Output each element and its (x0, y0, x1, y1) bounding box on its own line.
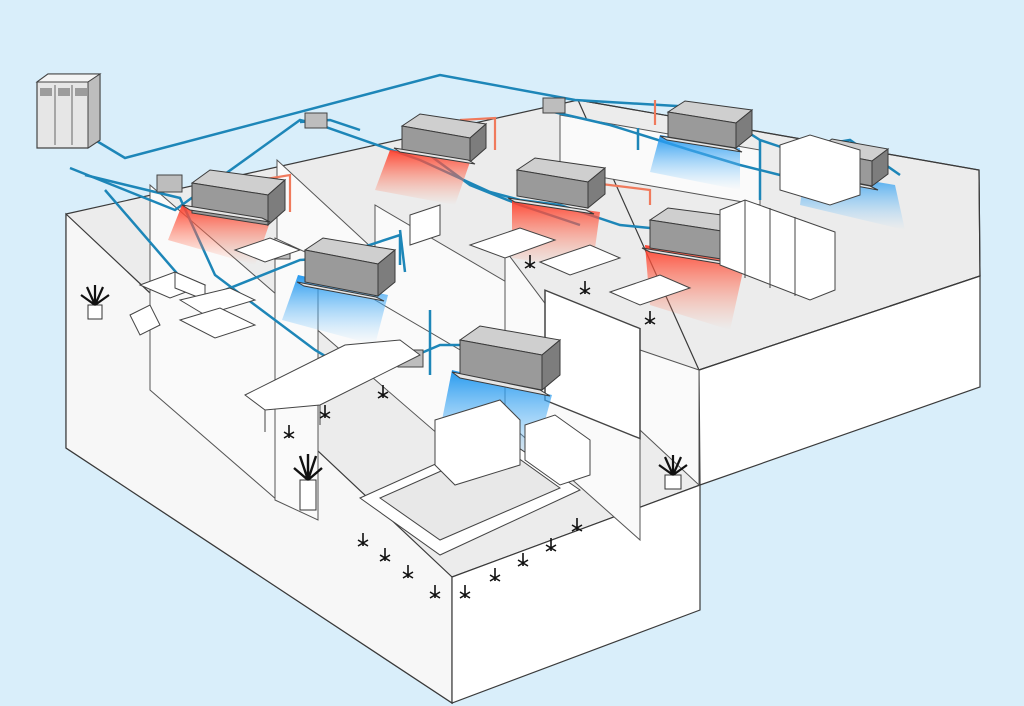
indoor-unit-7 (659, 100, 754, 153)
chair (319, 405, 331, 419)
chair (524, 255, 536, 269)
chair (644, 311, 656, 325)
chair (517, 553, 529, 567)
chair (459, 585, 471, 599)
indoor-unit-2 (393, 113, 488, 165)
chairs (283, 255, 656, 599)
chair (571, 518, 583, 532)
chair (283, 425, 295, 439)
cool-air-3 (650, 135, 740, 190)
potted-plant-icon (80, 285, 110, 320)
indoor-unit-1 (181, 169, 287, 227)
potted-plant-icon (658, 455, 688, 490)
indoor-unit-6 (451, 325, 562, 397)
chair (402, 565, 414, 579)
meeting-table (244, 339, 421, 432)
furniture (129, 134, 861, 556)
heat-air-2 (375, 150, 470, 205)
chair (489, 568, 501, 582)
shelves (524, 134, 861, 486)
heat-piping (259, 100, 657, 212)
chair (545, 538, 557, 552)
outdoor-unit (35, 73, 102, 149)
chair (579, 281, 591, 295)
lounge-sofas (129, 271, 257, 339)
chair (377, 385, 389, 399)
chair (429, 585, 441, 599)
heat-air-4 (645, 245, 745, 330)
chair (357, 533, 369, 547)
indoor-unit-5 (296, 237, 397, 302)
desks (233, 204, 692, 306)
potted-plant-icon (293, 454, 323, 511)
chair (379, 548, 391, 562)
indoor-unit-3 (507, 157, 607, 215)
counter (434, 399, 521, 486)
